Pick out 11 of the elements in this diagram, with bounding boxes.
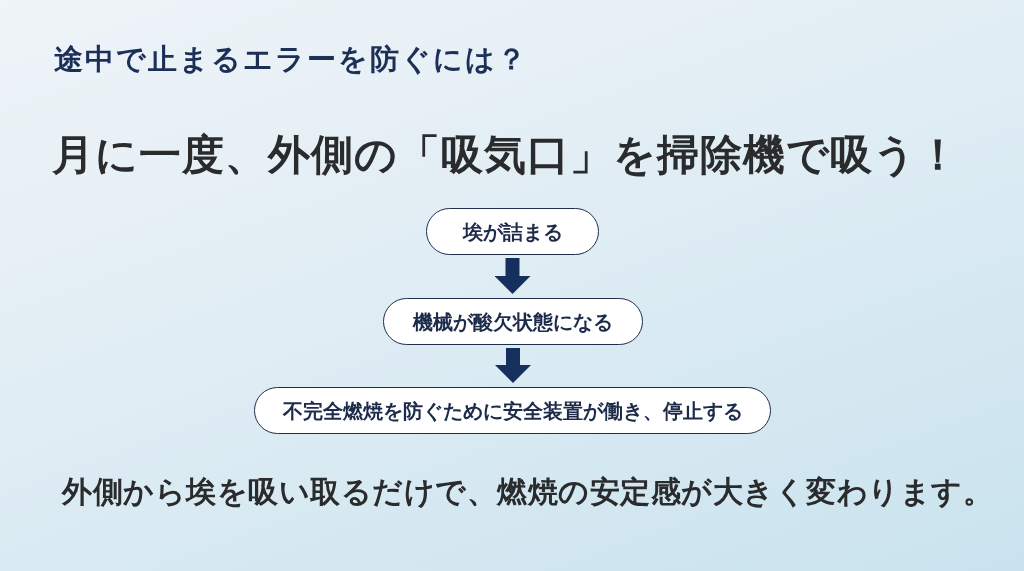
rounded-box (254, 387, 771, 434)
caption-text: 外側から埃を吸い取るだけで、燃焼の安定感が大きく変わります。 (62, 474, 993, 510)
step-text: 不完全燃焼を防ぐために安全装置が働き、停止する (282, 398, 743, 423)
step-text: 機械が酸欠状態になる (413, 309, 613, 334)
title: 途中で止まるエラーを防ぐには？ (54, 42, 528, 77)
rounded-box (426, 208, 599, 255)
down-arrow (494, 258, 531, 294)
headline: 月に一度、外側の「吸気口」を掃除機で吸う！ (52, 130, 960, 181)
step-text: 埃が詰まる (462, 219, 563, 244)
rounded-box (383, 298, 643, 345)
down-arrow (495, 348, 531, 383)
